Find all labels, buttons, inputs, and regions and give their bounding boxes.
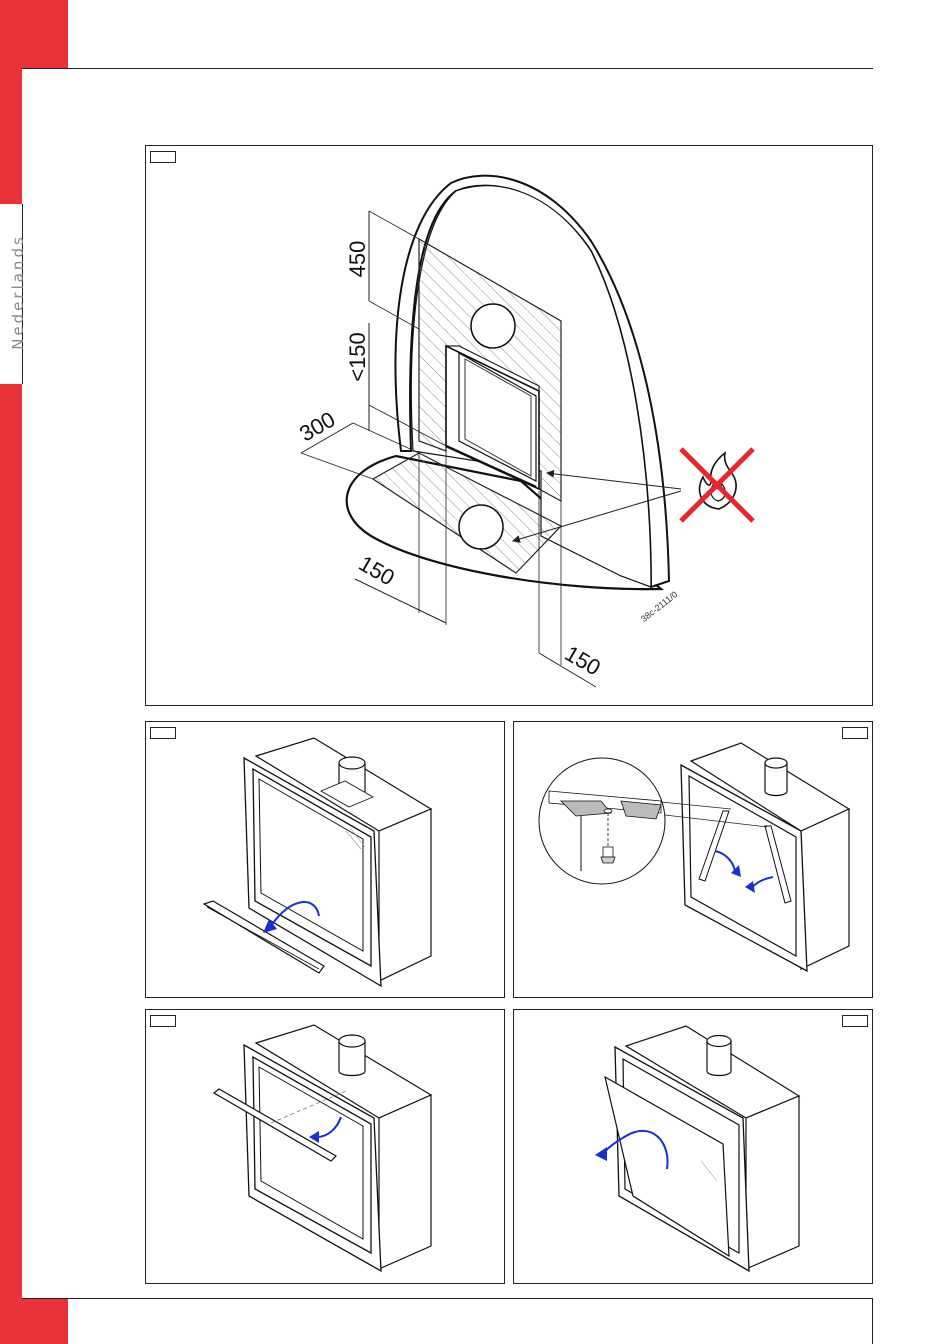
dim-450: 450 [345,241,370,278]
step-2-drawing [514,722,874,999]
brand-tab-left-top [0,68,22,204]
brand-tab-left-bottom [0,384,22,1344]
step-4-drawing [514,1010,874,1285]
step-3-drawing [146,1010,506,1285]
drawing-code: 38c-2111/0 [639,589,680,624]
dim-150-right: 150 [561,640,605,680]
figure-step-2 [513,721,873,998]
figure-clearance-diagram: 450 <150 300 150 150 38c-2111/0 [145,145,873,706]
brand-bar-bottom [0,1298,68,1344]
footer-rule [22,1298,873,1299]
header-rule [22,68,873,69]
figure-step-1: · [145,721,505,998]
figure-step-4 [513,1009,873,1284]
dim-150-left: 150 [355,550,399,590]
step-1-drawing: · [146,722,506,999]
clearance-drawing: 450 <150 300 150 150 38c-2111/0 [146,146,874,707]
footer-edge [872,1298,873,1344]
figure-step-3 [145,1009,505,1284]
dim-300: 300 [295,406,339,446]
dim-lt150: <150 [345,332,370,382]
language-label: Nederlands [9,234,27,350]
brand-bar-top [0,0,68,68]
no-flame-icon [681,449,753,521]
